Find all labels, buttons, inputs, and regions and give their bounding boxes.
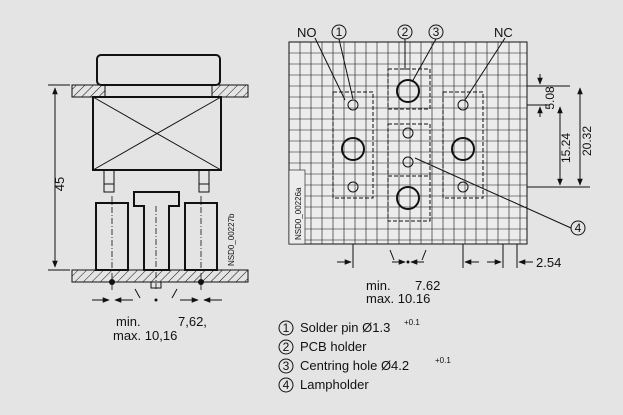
svg-text:PCB holder: PCB holder <box>300 339 367 354</box>
centring-hole <box>451 137 475 161</box>
left-pitch-max: max. 10,16 <box>113 328 177 343</box>
legend-item-4: 4 Lampholder <box>278 377 369 393</box>
svg-text:1: 1 <box>283 321 290 335</box>
right-pitch-min-value: 7.62 <box>415 278 440 293</box>
solder-pin-hole <box>457 181 469 193</box>
callout-1: 1 <box>331 24 347 40</box>
height-dimension-label: 45 <box>52 177 67 191</box>
svg-text:Centring hole Ø4.2: Centring hole Ø4.2 <box>300 358 409 373</box>
svg-text:+0.1: +0.1 <box>404 318 420 327</box>
button-cap <box>96 54 221 86</box>
callout-2: 2 <box>397 24 413 40</box>
svg-text:1: 1 <box>336 25 343 39</box>
left-drawing-id: NSD0_00227b <box>227 213 236 266</box>
svg-text:4: 4 <box>575 221 582 235</box>
svg-text:+0.1: +0.1 <box>435 356 451 365</box>
centring-hole <box>396 79 420 103</box>
svg-text:4: 4 <box>283 378 290 392</box>
svg-text:3: 3 <box>433 25 440 39</box>
label-nc: NC <box>494 25 513 40</box>
svg-text:Solder pin Ø1.3: Solder pin Ø1.3 <box>300 320 390 335</box>
svg-text:Lampholder: Lampholder <box>300 377 369 392</box>
svg-text:2: 2 <box>283 340 290 354</box>
legend: 1 Solder pin Ø1.3 +0.1 2 PCB holder 3 Ce… <box>278 318 451 393</box>
pcb-board <box>71 269 249 283</box>
dimension-15-24: 15.24 <box>559 133 573 163</box>
upper-panel-left <box>71 84 106 98</box>
solder-pin-hole <box>457 99 469 111</box>
solder-pin-hole <box>402 156 414 168</box>
no-contact-outline <box>332 91 374 199</box>
center-holder <box>133 191 180 271</box>
dimension-5-08: 5.08 <box>543 86 557 110</box>
pcb-holder-top-outline <box>387 68 431 110</box>
right-pitch-max: max. 10.16 <box>366 291 430 306</box>
centring-hole <box>396 186 420 210</box>
left-pitch-min: min. <box>116 314 141 329</box>
centring-hole <box>341 137 365 161</box>
callout-3: 3 <box>428 24 444 40</box>
right-drawing-id: NSD0_00226a <box>294 187 303 240</box>
pcb-layout-view: NO NC 1 2 3 4 <box>288 24 594 306</box>
callout-4: 4 <box>570 220 586 236</box>
side-view: 45 NSD0_00227b min. 7,62, max. 10,16 <box>48 54 249 343</box>
nc-contact-outline <box>442 91 484 199</box>
pcb-holder-bottom-outline <box>387 175 431 222</box>
svg-text:2: 2 <box>402 25 409 39</box>
switch-housing <box>92 96 222 171</box>
legend-item-2: 2 PCB holder <box>278 339 367 355</box>
dimension-2-54: 2.54 <box>536 255 561 270</box>
left-pitch-values: 7,62, <box>178 314 207 329</box>
pcb-grid-border <box>288 41 528 245</box>
dimension-20-32: 20.32 <box>580 126 594 156</box>
solder-pin-hole <box>402 127 414 139</box>
upper-panel-right <box>211 84 249 98</box>
svg-text:3: 3 <box>283 359 290 373</box>
solder-pin-hole <box>347 181 359 193</box>
legend-item-1: 1 Solder pin Ø1.3 +0.1 <box>278 318 420 336</box>
label-no: NO <box>297 25 317 40</box>
legend-item-3: 3 Centring hole Ø4.2 +0.1 <box>278 356 451 374</box>
solder-pin-hole <box>347 99 359 111</box>
right-pitch-min: min. <box>366 278 391 293</box>
